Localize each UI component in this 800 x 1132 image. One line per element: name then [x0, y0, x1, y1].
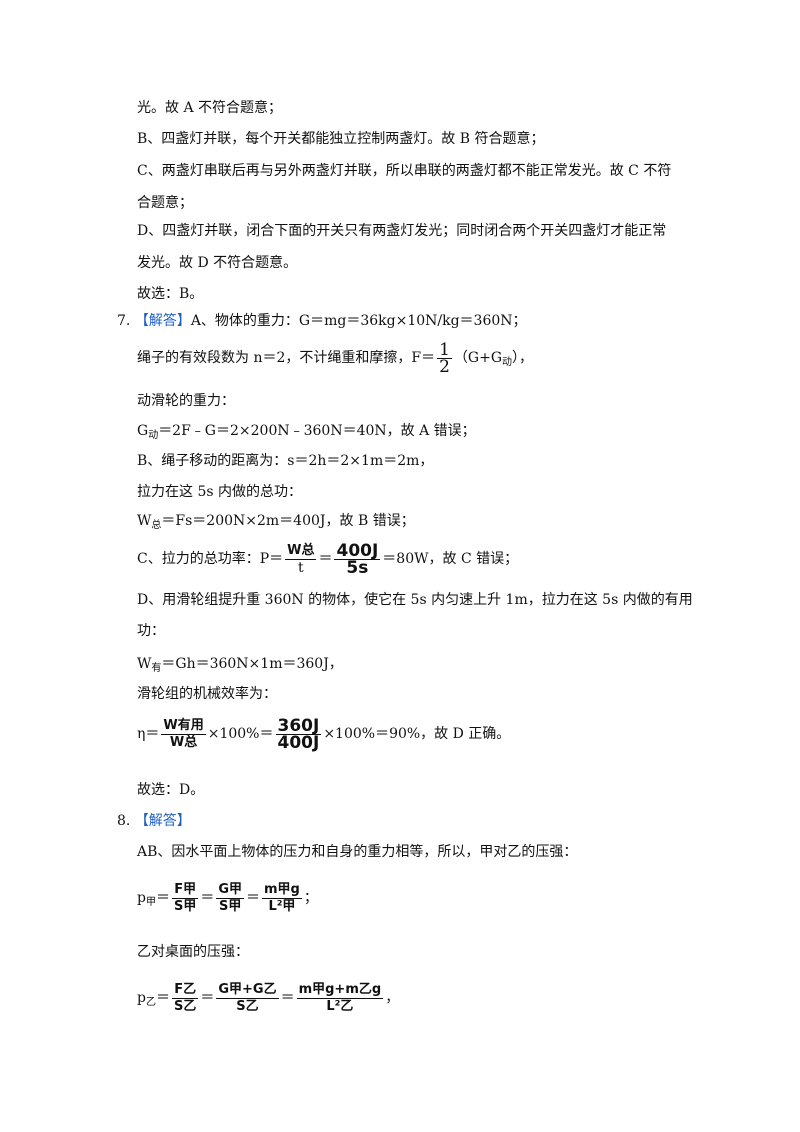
q8-line-1: AB、因水平面上物体的压力和自身的重力相等，所以，甲对乙的压强：	[137, 844, 578, 860]
text-line: 故选：B。	[137, 286, 204, 302]
q7-line-6: 拉力在这 5s 内做的总功：	[137, 484, 302, 500]
question-number: 8.	[117, 813, 131, 829]
text-line: D、四盏灯并联，闭合下面的开关只有两盏灯发光；同时闭合两个开关四盏灯才能正常	[137, 223, 667, 239]
q7-line-4: G动＝2F﹣G＝2×200N﹣360N＝40N，故 A 错误；	[137, 423, 476, 441]
q8-line-2: 乙对桌面的压强：	[137, 944, 249, 960]
q7-line-7: W总＝Fs＝200N×2m＝400J，故 B 错误；	[137, 513, 415, 531]
q7-line-11: W有＝Gh＝360N×1m＝360J，	[137, 656, 343, 674]
text-line: B、四盏灯并联，每个开关都能独立控制两盏灯。故 B 符合题意；	[137, 131, 545, 147]
q7-line-10: 功：	[137, 623, 165, 639]
text-line: 发光。故 D 不符合题意。	[137, 255, 298, 271]
q7-line-1: A、物体的重力：G＝mg＝36kg×10N/kg＝360N；	[190, 313, 527, 329]
text-line: 光。故 A 不符合题意；	[137, 100, 283, 116]
q7-line-9: D、用滑轮组提升重 360N 的物体，使它在 5s 内匀速上升 1m，拉力在这 …	[137, 592, 693, 608]
question-8-header: 8. 【解答】	[117, 811, 191, 831]
answer-tag: 【解答】	[134, 313, 191, 329]
q7-line-14: 故选：D。	[137, 782, 205, 798]
q7-line-5: B、绳子移动的距离为：s＝2h＝2×1m＝2m，	[137, 453, 434, 469]
question-7-header: 7. 【解答】A、物体的重力：G＝mg＝36kg×10N/kg＝360N；	[117, 311, 527, 331]
answer-tag: 【解答】	[134, 813, 191, 829]
text-line: 合题意；	[137, 195, 193, 211]
text-line: C、两盏灯串联后再与另外两盏灯并联，所以串联的两盏灯都不能正常发光。故 C 不符	[137, 163, 672, 179]
q7-line-12: 滑轮组的机械效率为：	[137, 686, 277, 702]
question-number: 7.	[117, 313, 131, 329]
q7-line-3: 动滑轮的重力：	[137, 393, 235, 409]
